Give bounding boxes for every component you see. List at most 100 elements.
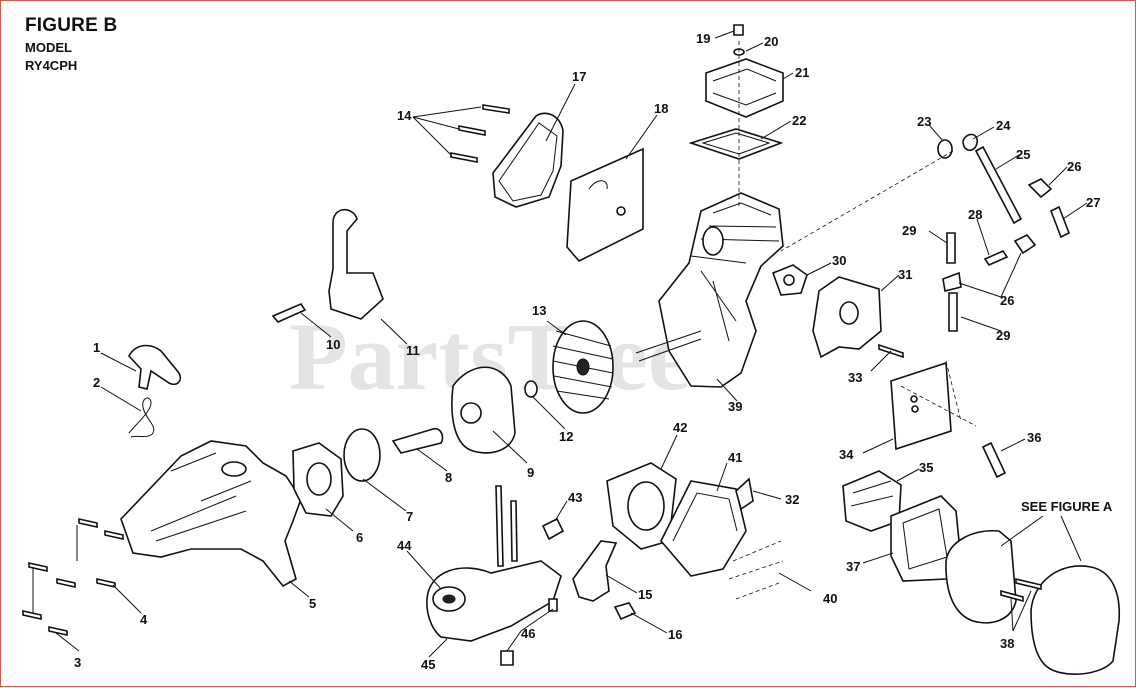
- part-2-clip[interactable]: [128, 397, 155, 438]
- part-8-tube[interactable]: [391, 427, 444, 454]
- part-12-washer[interactable]: [524, 380, 538, 398]
- part-16-grommet[interactable]: [613, 602, 637, 621]
- callout-18: 18: [654, 101, 668, 116]
- callout-40: 40: [823, 591, 837, 606]
- callout-23: 23: [917, 114, 931, 129]
- part-25-fuel-line[interactable]: [974, 145, 1023, 225]
- part-46-screw-b[interactable]: [500, 650, 514, 666]
- part-28-tube[interactable]: [983, 249, 1009, 267]
- callout-25: 25: [1016, 147, 1030, 162]
- part-11-ignition-coil[interactable]: [328, 208, 384, 320]
- see-figure-a-note: SEE FIGURE A: [1021, 499, 1113, 514]
- part-9-starter[interactable]: [451, 366, 516, 454]
- part-46-screw-a[interactable]: [548, 598, 558, 612]
- callout-37: 37: [846, 559, 860, 574]
- part-38-screw-b[interactable]: [1000, 589, 1024, 603]
- part-19-bolt[interactable]: [733, 24, 744, 36]
- callout-29a: 29: [902, 223, 916, 238]
- part-26-valve-b[interactable]: [1013, 233, 1037, 255]
- callout-29b: 29: [996, 328, 1010, 343]
- part-34-plate[interactable]: [890, 361, 952, 451]
- callout-4: 4: [140, 612, 148, 627]
- part-22-gasket[interactable]: [688, 128, 784, 160]
- callout-20: 20: [764, 34, 778, 49]
- callout-26b: 26: [1000, 293, 1014, 308]
- part-40-screws[interactable]: [728, 540, 784, 600]
- part-10-screw[interactable]: [271, 303, 307, 323]
- callout-11: 11: [406, 343, 420, 358]
- callout-39: 39: [728, 399, 742, 414]
- callout-2: 2: [93, 375, 100, 390]
- callout-46: 46: [521, 626, 535, 641]
- filter-cover[interactable]: [1030, 565, 1121, 676]
- callout-6: 6: [356, 530, 363, 545]
- callout-15: 15: [638, 587, 652, 602]
- callout-8: 8: [445, 470, 452, 485]
- part-43-filter[interactable]: [541, 517, 565, 541]
- part-36-pin[interactable]: [981, 441, 1007, 479]
- callout-27: 27: [1086, 195, 1100, 210]
- part-26-valve-a[interactable]: [1027, 178, 1053, 199]
- model-code: RY4CPH: [25, 58, 78, 73]
- callout-28: 28: [968, 207, 982, 222]
- part-3-screw-a[interactable]: [28, 562, 48, 572]
- callout-33: 33: [848, 370, 862, 385]
- part-45-tank[interactable]: [426, 560, 562, 642]
- callout-21: 21: [795, 65, 809, 80]
- callout-32: 32: [785, 492, 799, 507]
- part-3-screw-b[interactable]: [56, 578, 76, 588]
- callout-45: 45: [421, 657, 435, 672]
- part-32-gasket[interactable]: [735, 477, 754, 511]
- part-41-cover[interactable]: [660, 480, 747, 577]
- part-21-cover[interactable]: [705, 58, 784, 118]
- callout-16: 16: [668, 627, 682, 642]
- callout-19: 19: [696, 31, 710, 46]
- part-29-tube-b[interactable]: [948, 292, 958, 332]
- part-5-housing[interactable]: [120, 440, 302, 588]
- part-4-screw-b[interactable]: [104, 530, 124, 540]
- part-3-screw-c[interactable]: [22, 610, 42, 620]
- callout-42: 42: [673, 420, 687, 435]
- part-4-screw-c[interactable]: [96, 578, 116, 588]
- callout-7: 7: [406, 509, 413, 524]
- callout-9: 9: [527, 465, 534, 480]
- callout-22: 22: [792, 113, 806, 128]
- part-4-screw-a[interactable]: [78, 518, 98, 528]
- part-14-screw-a[interactable]: [482, 104, 510, 114]
- callout-13: 13: [532, 303, 546, 318]
- callout-12: 12: [559, 429, 573, 444]
- part-3-screw-d[interactable]: [48, 626, 68, 636]
- part-24-clamp[interactable]: [962, 133, 978, 152]
- callout-26a: 26: [1067, 159, 1081, 174]
- part-7-disc[interactable]: [343, 428, 381, 482]
- callout-31: 31: [898, 267, 912, 282]
- model-label: MODEL: [25, 40, 72, 55]
- callout-30: 30: [832, 253, 846, 268]
- part-29-tube-a[interactable]: [946, 232, 956, 264]
- part-14-screw-c[interactable]: [450, 152, 478, 163]
- callout-36: 36: [1027, 430, 1041, 445]
- callout-38: 38: [1000, 636, 1014, 651]
- callout-14: 14: [397, 108, 412, 123]
- figure-title: FIGURE B: [25, 15, 118, 36]
- callout-1: 1: [93, 340, 100, 355]
- part-1-trigger[interactable]: [128, 344, 182, 390]
- part-17-shield[interactable]: [492, 112, 564, 208]
- callout-34: 34: [839, 447, 854, 462]
- part-27-tube[interactable]: [1049, 205, 1071, 239]
- part-15-bracket[interactable]: [572, 540, 618, 602]
- part-39-engine[interactable]: [658, 192, 784, 388]
- filter-element[interactable]: [945, 530, 1017, 624]
- part-14-screw-b[interactable]: [458, 125, 486, 136]
- callout-35: 35: [919, 460, 933, 475]
- callout-3: 3: [74, 655, 81, 670]
- part-38-screw-a[interactable]: [1015, 577, 1042, 591]
- part-26-valve-c[interactable]: [942, 271, 962, 292]
- callout-5: 5: [309, 596, 316, 611]
- part-23-clamp[interactable]: [937, 139, 953, 159]
- callout-44: 44: [397, 538, 412, 553]
- part-18-plate[interactable]: [566, 147, 644, 262]
- callout-43: 43: [568, 490, 582, 505]
